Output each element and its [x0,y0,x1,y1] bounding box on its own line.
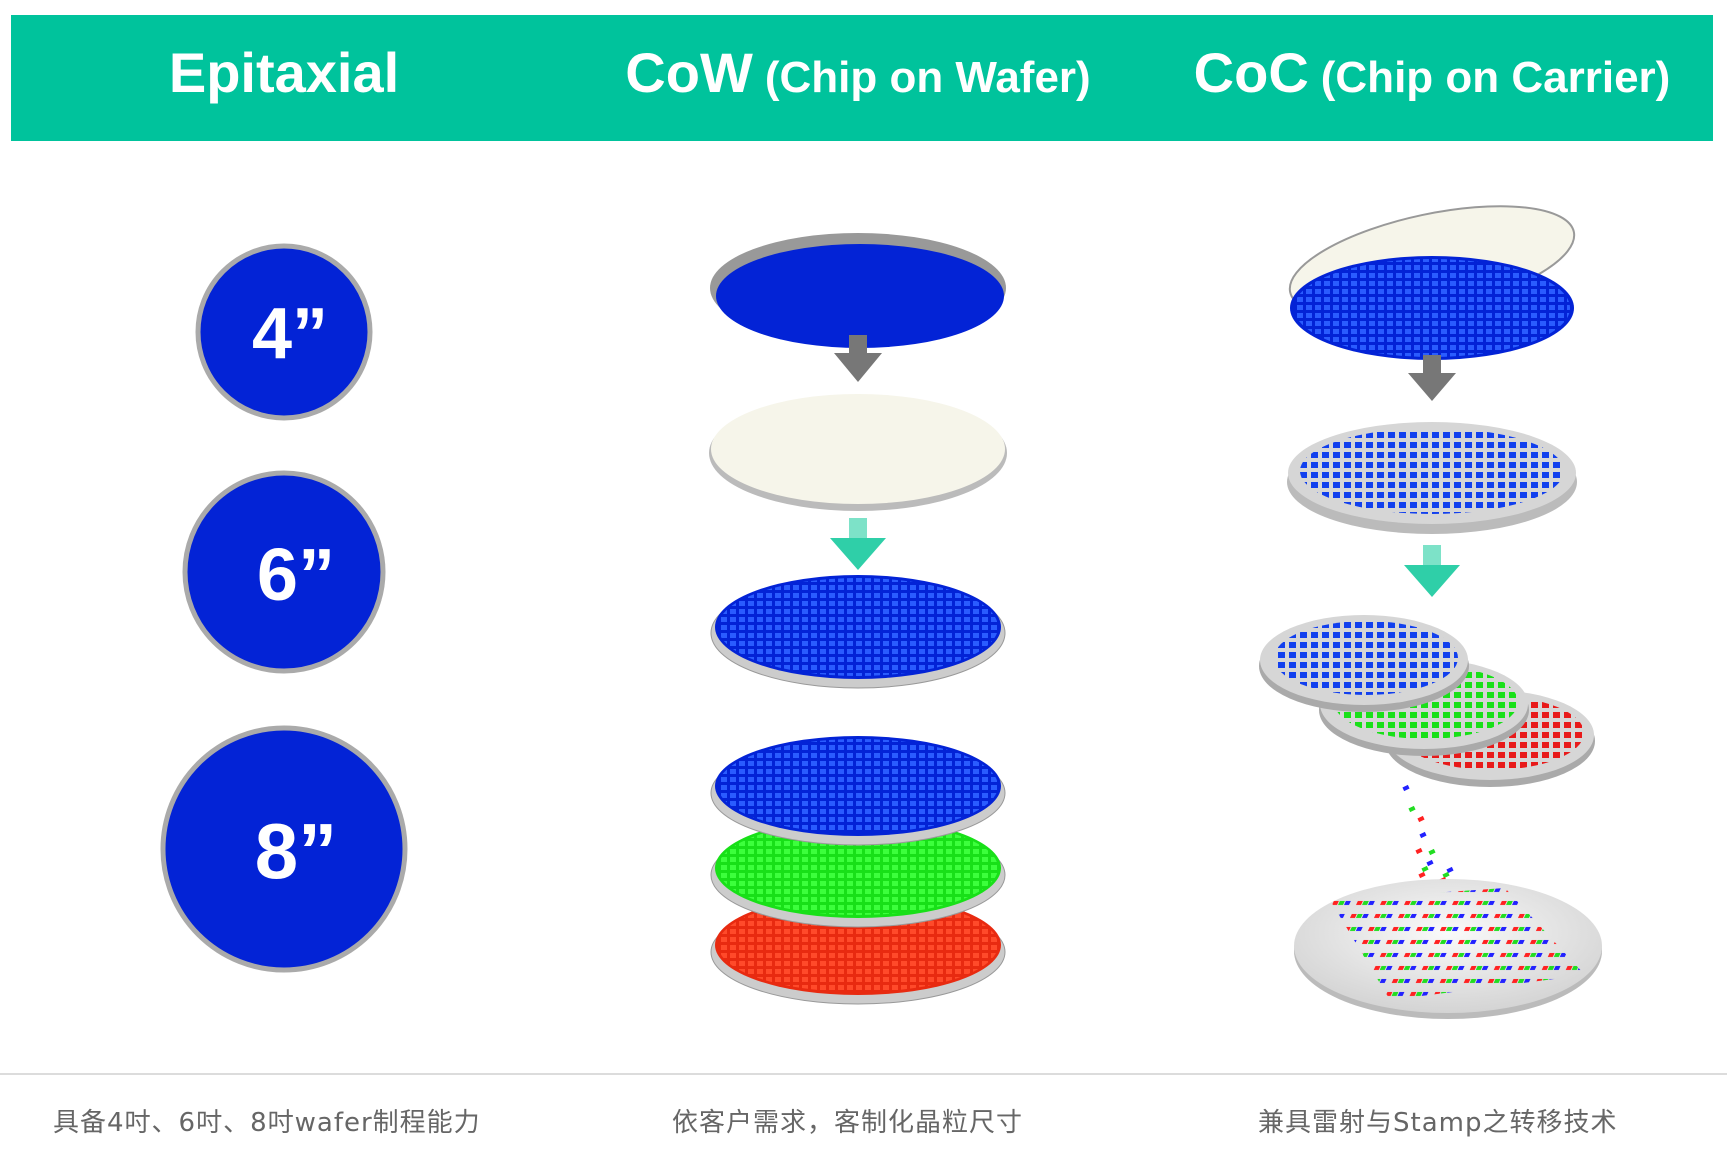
cow-diced-wafer-blue [710,575,1006,689]
caption-coc: 兼具雷射与Stamp之转移技术 [1258,1108,1618,1138]
column-title-epitaxial: Epitaxial [169,40,399,105]
transferring-chips [1402,784,1454,884]
title-subtitle: (Chip on Carrier) [1320,53,1671,102]
wafer-4-inch: 4” [195,243,373,421]
column-title-coc: CoC(Chip on Carrier) [1194,40,1671,105]
cow-stack-green [710,818,1006,928]
down-arrow-teal-icon [830,518,886,570]
coc-carrier-blue [1287,422,1577,534]
caption-cow: 依客户需求，客制化晶粒尺寸 [672,1108,1024,1138]
size-label: 4” [252,294,328,374]
coc-diced-wafer-blue [1290,256,1574,360]
down-arrow-gray-icon [1408,355,1456,401]
size-label: 6” [257,533,335,616]
title-subtitle: (Chip on Wafer) [764,53,1091,102]
cow-tape-film [709,394,1007,511]
coc-target-substrate [1294,879,1602,1019]
title-text: CoW [625,41,753,104]
title-text: Epitaxial [168,41,400,104]
header-band [11,15,1713,141]
wafer-8-inch: 8” [160,725,408,973]
coc-carrier-blue-small [1259,615,1469,712]
cow-stack-blue [710,736,1006,846]
cow-epi-wafer [710,233,1006,348]
column-title-cow: CoW(Chip on Wafer) [625,40,1090,105]
title-text: CoC [1193,41,1309,104]
caption-epitaxial: 具备4吋、6吋、8吋wafer制程能力 [53,1108,481,1138]
size-label: 8” [255,807,337,895]
down-arrow-gray-icon [834,335,882,382]
divider [0,1073,1727,1075]
wafer-6-inch: 6” [182,470,386,674]
down-arrow-teal-icon [1404,545,1460,597]
